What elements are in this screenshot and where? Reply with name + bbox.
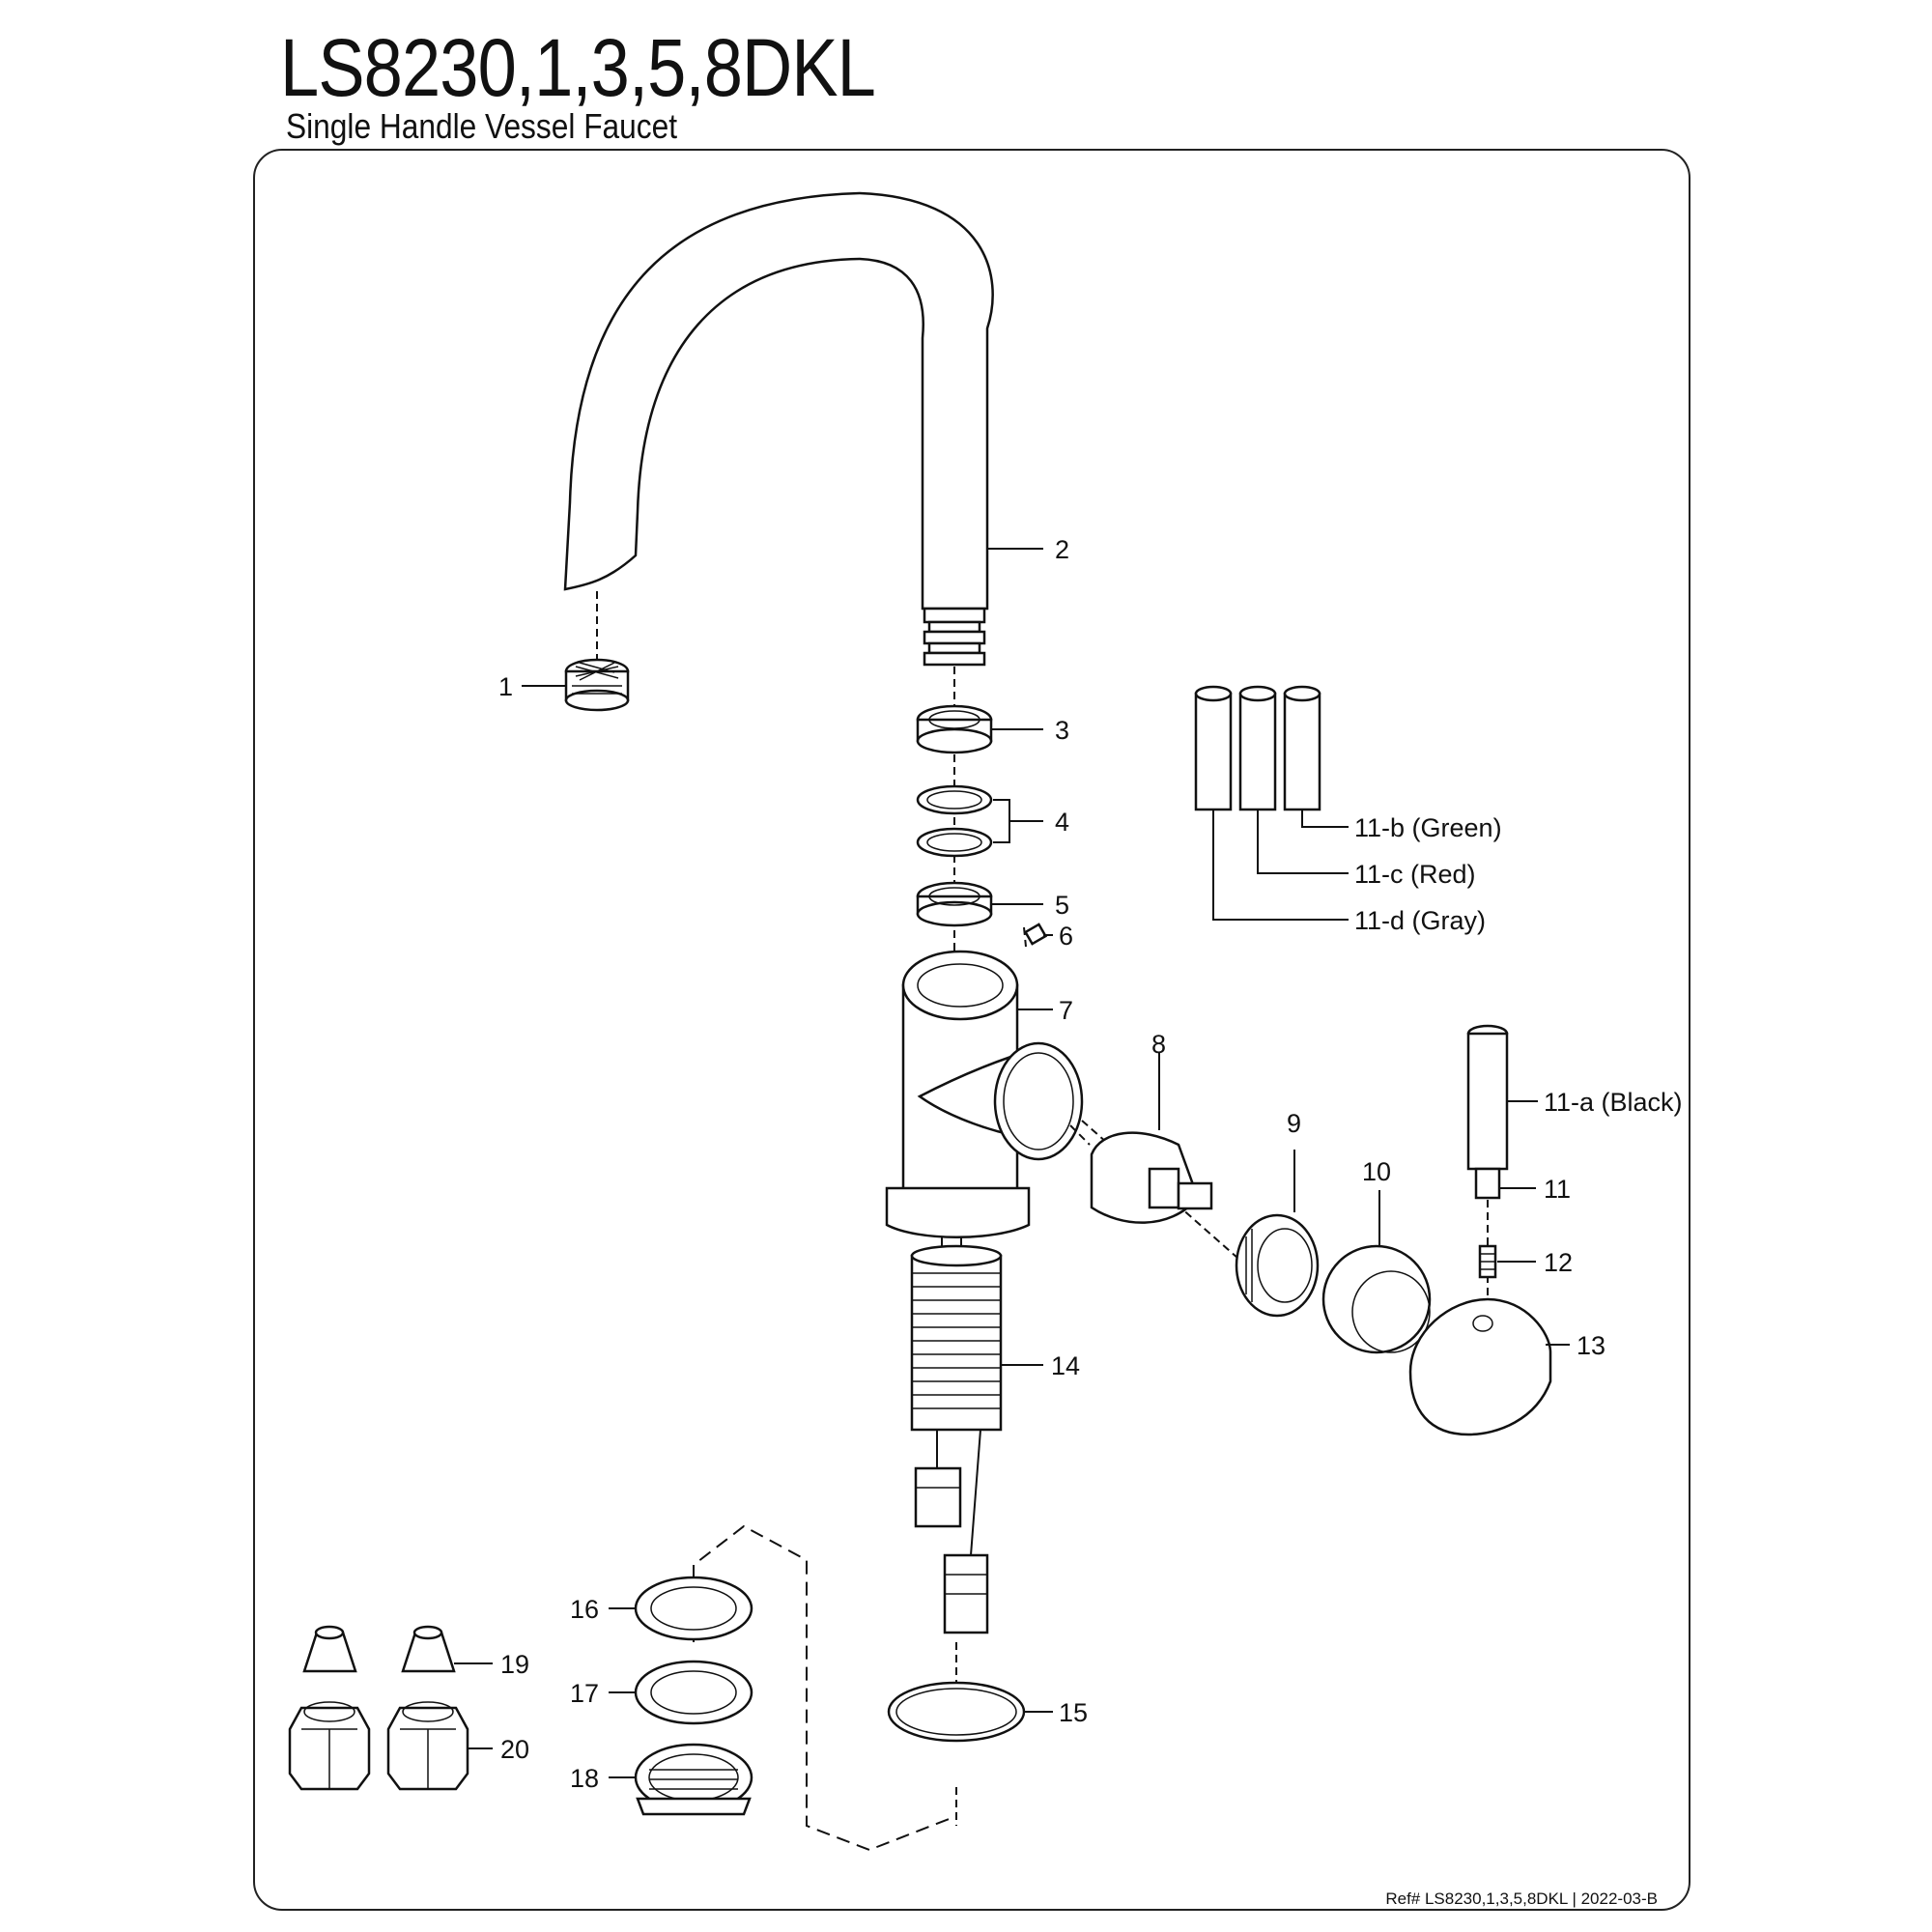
part-5-nut	[916, 881, 1043, 927]
part-20-nuts	[288, 1701, 493, 1791]
callout-20: 20	[500, 1735, 529, 1764]
callout-11d: 11-d (Gray)	[1354, 906, 1486, 935]
part-4-orings	[916, 784, 1043, 858]
part-16-washer	[609, 1576, 753, 1641]
callout-7: 7	[1059, 996, 1073, 1025]
part-7-body	[885, 950, 1084, 1238]
callout-6: 6	[1059, 922, 1073, 951]
part-10-ring	[1321, 1190, 1432, 1354]
part-13-handle	[1408, 1297, 1570, 1436]
callout-10: 10	[1362, 1157, 1391, 1186]
callout-18: 18	[570, 1764, 599, 1793]
diagram-title: LS8230,1,3,5,8DKL	[280, 22, 876, 113]
part-12-screw	[1478, 1244, 1536, 1279]
part-15-gasket	[887, 1681, 1053, 1743]
part-11bcd-levers	[1194, 685, 1349, 921]
part-8-cartridge	[1069, 1053, 1213, 1224]
callout-11c: 11-c (Red)	[1354, 860, 1476, 889]
part-14-shank	[910, 1236, 1043, 1634]
axis-line	[1023, 926, 1027, 948]
part-19-ferrules	[302, 1625, 493, 1673]
part-1-aerator	[522, 658, 630, 712]
part-11a-lever	[1466, 1024, 1538, 1200]
diagram-subtitle: Single Handle Vessel Faucet	[286, 106, 678, 146]
part-18-locknut	[609, 1743, 753, 1816]
callout-11b: 11-b (Green)	[1354, 813, 1502, 842]
callout-14: 14	[1051, 1351, 1080, 1380]
part-2-spout	[563, 191, 1043, 667]
callout-13: 13	[1577, 1331, 1605, 1360]
callout-4: 4	[1055, 808, 1069, 837]
axis-line	[1081, 1120, 1247, 1266]
reference-number: Ref# LS8230,1,3,5,8DKL | 2022-03-B	[1385, 1889, 1658, 1908]
callout-5: 5	[1055, 891, 1069, 920]
callout-3: 3	[1055, 716, 1069, 745]
diagram-frame	[253, 149, 1690, 1911]
part-9-bonnet	[1235, 1150, 1320, 1318]
part-3-nut	[916, 704, 1043, 754]
callout-12: 12	[1544, 1248, 1573, 1277]
callout-2: 2	[1055, 535, 1069, 564]
callout-19: 19	[500, 1650, 529, 1679]
assembly-outline	[693, 1524, 957, 1852]
callout-9: 9	[1287, 1109, 1301, 1138]
callout-16: 16	[570, 1595, 599, 1624]
callout-11a: 11-a (Black)	[1544, 1088, 1683, 1117]
callout-11: 11	[1544, 1175, 1571, 1204]
part-17-washer	[609, 1660, 753, 1725]
callout-1: 1	[498, 672, 513, 701]
callout-15: 15	[1059, 1698, 1088, 1727]
part-6-set-screw	[1023, 923, 1053, 946]
callout-17: 17	[570, 1679, 599, 1708]
callout-8: 8	[1151, 1030, 1166, 1059]
